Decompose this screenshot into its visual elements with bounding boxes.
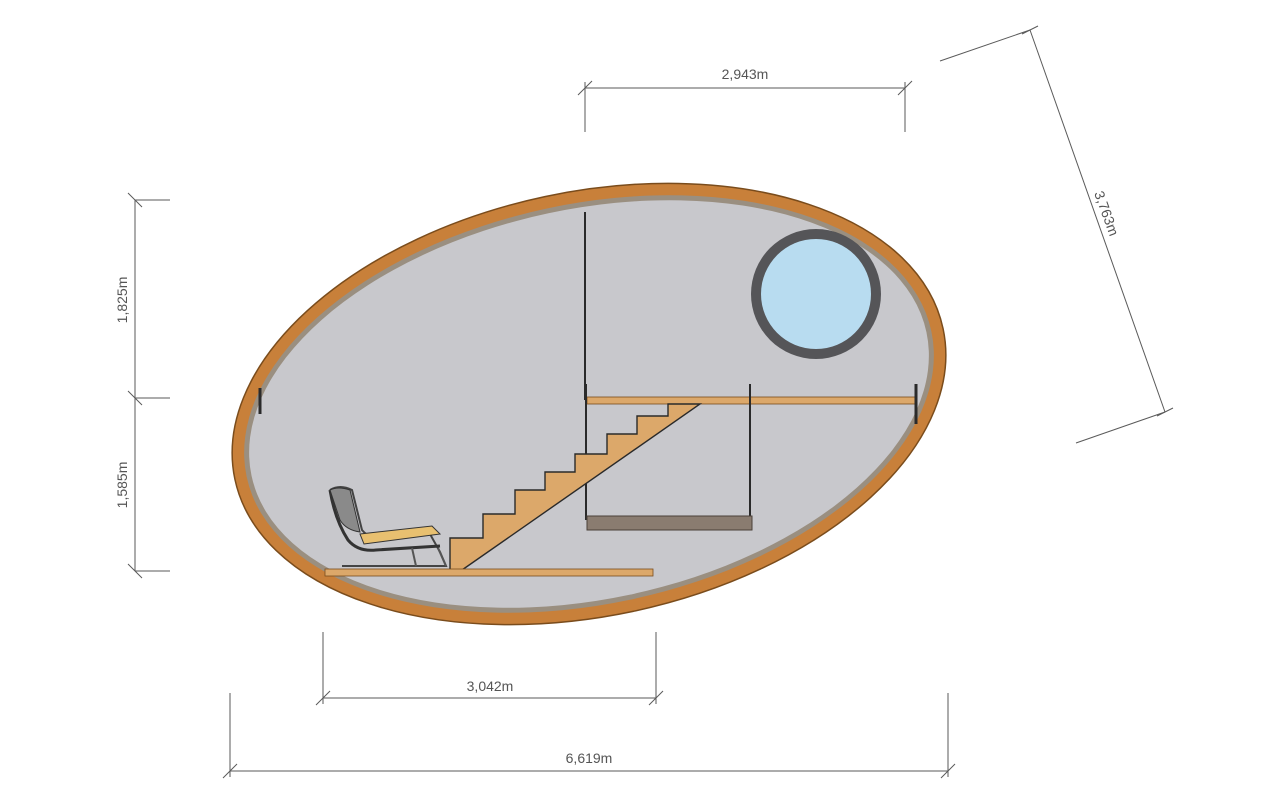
lounge-chair-icon <box>328 486 448 567</box>
dimension-overall-width: 6,619m <box>222 693 956 779</box>
interior <box>258 212 918 577</box>
ground-floor <box>324 568 654 577</box>
dimension-diagonal: 3,763m <box>939 25 1174 444</box>
porthole-window-icon <box>751 229 881 359</box>
top-width-label: 2,943m <box>722 66 769 82</box>
overall-width-label: 6,619m <box>566 750 613 766</box>
bed-platform <box>586 515 753 531</box>
dimension-floor-width: 3,042m <box>315 632 664 706</box>
upper-height-label: 1,825m <box>114 277 130 324</box>
lower-height-label: 1,585m <box>114 462 130 509</box>
dimension-top-width: 2,943m <box>577 66 913 132</box>
mezzanine-floor <box>586 396 918 405</box>
dimension-left-heights: 1,825m 1,585m <box>114 192 170 579</box>
floor-width-label: 3,042m <box>467 678 514 694</box>
diagonal-label: 3,763m <box>1091 189 1122 238</box>
staircase <box>449 403 703 571</box>
